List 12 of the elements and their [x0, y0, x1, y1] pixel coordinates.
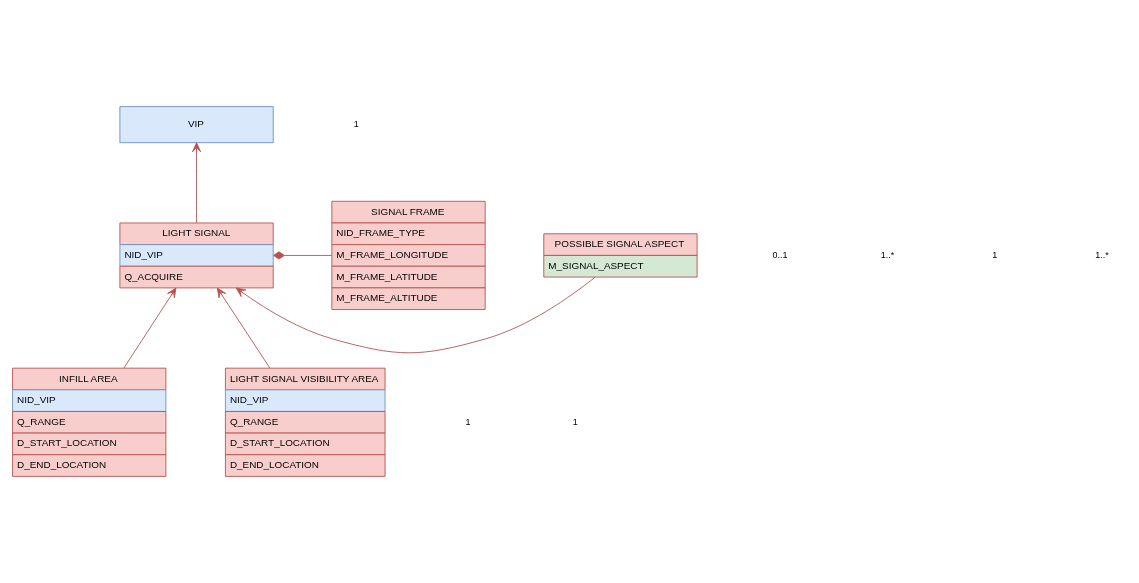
label: 0..1	[772, 249, 788, 260]
label: 1	[353, 118, 359, 129]
arrow	[216, 287, 271, 369]
label: 1..*	[1095, 249, 1109, 260]
arrow	[235, 276, 596, 354]
label: 1..*	[880, 249, 895, 260]
label: 1	[465, 416, 471, 427]
arrow	[192, 142, 202, 224]
label: 1	[572, 416, 578, 427]
arrow	[123, 287, 177, 369]
connector	[273, 251, 333, 260]
label: 1	[992, 249, 998, 260]
